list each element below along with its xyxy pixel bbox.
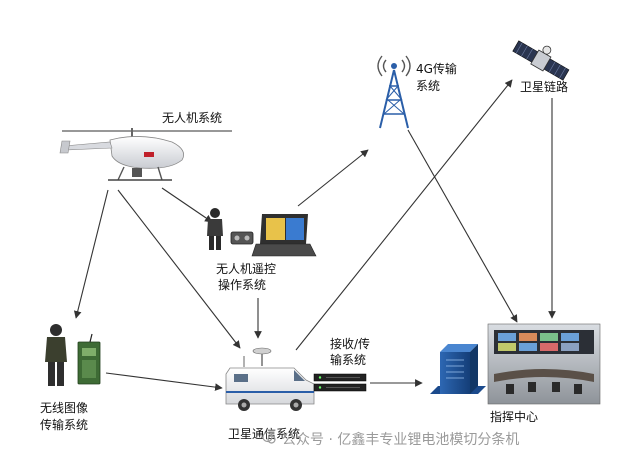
satellite-image xyxy=(512,40,570,81)
connection-arrows xyxy=(73,79,556,391)
receiver-rack-image xyxy=(313,373,367,392)
satcom-van-image xyxy=(225,347,315,411)
uav-system-label: 无人机系统 xyxy=(162,111,223,125)
uav-helicopter-image xyxy=(59,128,232,181)
arrow-uav-to-satcomm xyxy=(117,189,241,349)
wechat-icon xyxy=(262,431,276,444)
remote-operator-image xyxy=(207,208,254,250)
4g-system-label-line2: 系统 xyxy=(416,79,441,93)
wireless-image-label-line1: 无线图像 xyxy=(40,401,89,415)
arrow-4g-to-command xyxy=(407,129,518,323)
arrow-wireless-to-satcomm xyxy=(105,372,223,391)
command-center-label: 指挥中心 xyxy=(490,410,539,424)
remote-control-label-line1: 无人机遥控 xyxy=(216,262,277,276)
satellite-link-label: 卫星链路 xyxy=(520,80,569,94)
wireless-soldier-image xyxy=(45,324,67,386)
arrow-remote-to-4g xyxy=(297,149,369,207)
4g-tower-image xyxy=(377,55,411,129)
arrow-uav-to-wireless xyxy=(73,189,109,319)
watermark-text: 公众号 · 亿鑫丰专业锂电池模切分条机 xyxy=(282,432,520,448)
arrow-satcomm-to-satellite xyxy=(295,79,513,351)
laptop-image xyxy=(251,214,317,257)
remote-control-label-line2: 操作系统 xyxy=(218,278,267,292)
server-image xyxy=(430,344,486,394)
wireless-image-label-line2: 传输系统 xyxy=(40,418,89,432)
receive-system-label-line2: 输系统 xyxy=(330,353,367,367)
4g-system-label-line1: 4G传输 xyxy=(416,62,457,76)
receive-system-label-line1: 接收/传 xyxy=(330,337,371,351)
wireless-transmitter-image xyxy=(77,333,101,385)
command-room-image xyxy=(487,323,601,405)
arrow-uav-to-remote xyxy=(161,187,213,223)
